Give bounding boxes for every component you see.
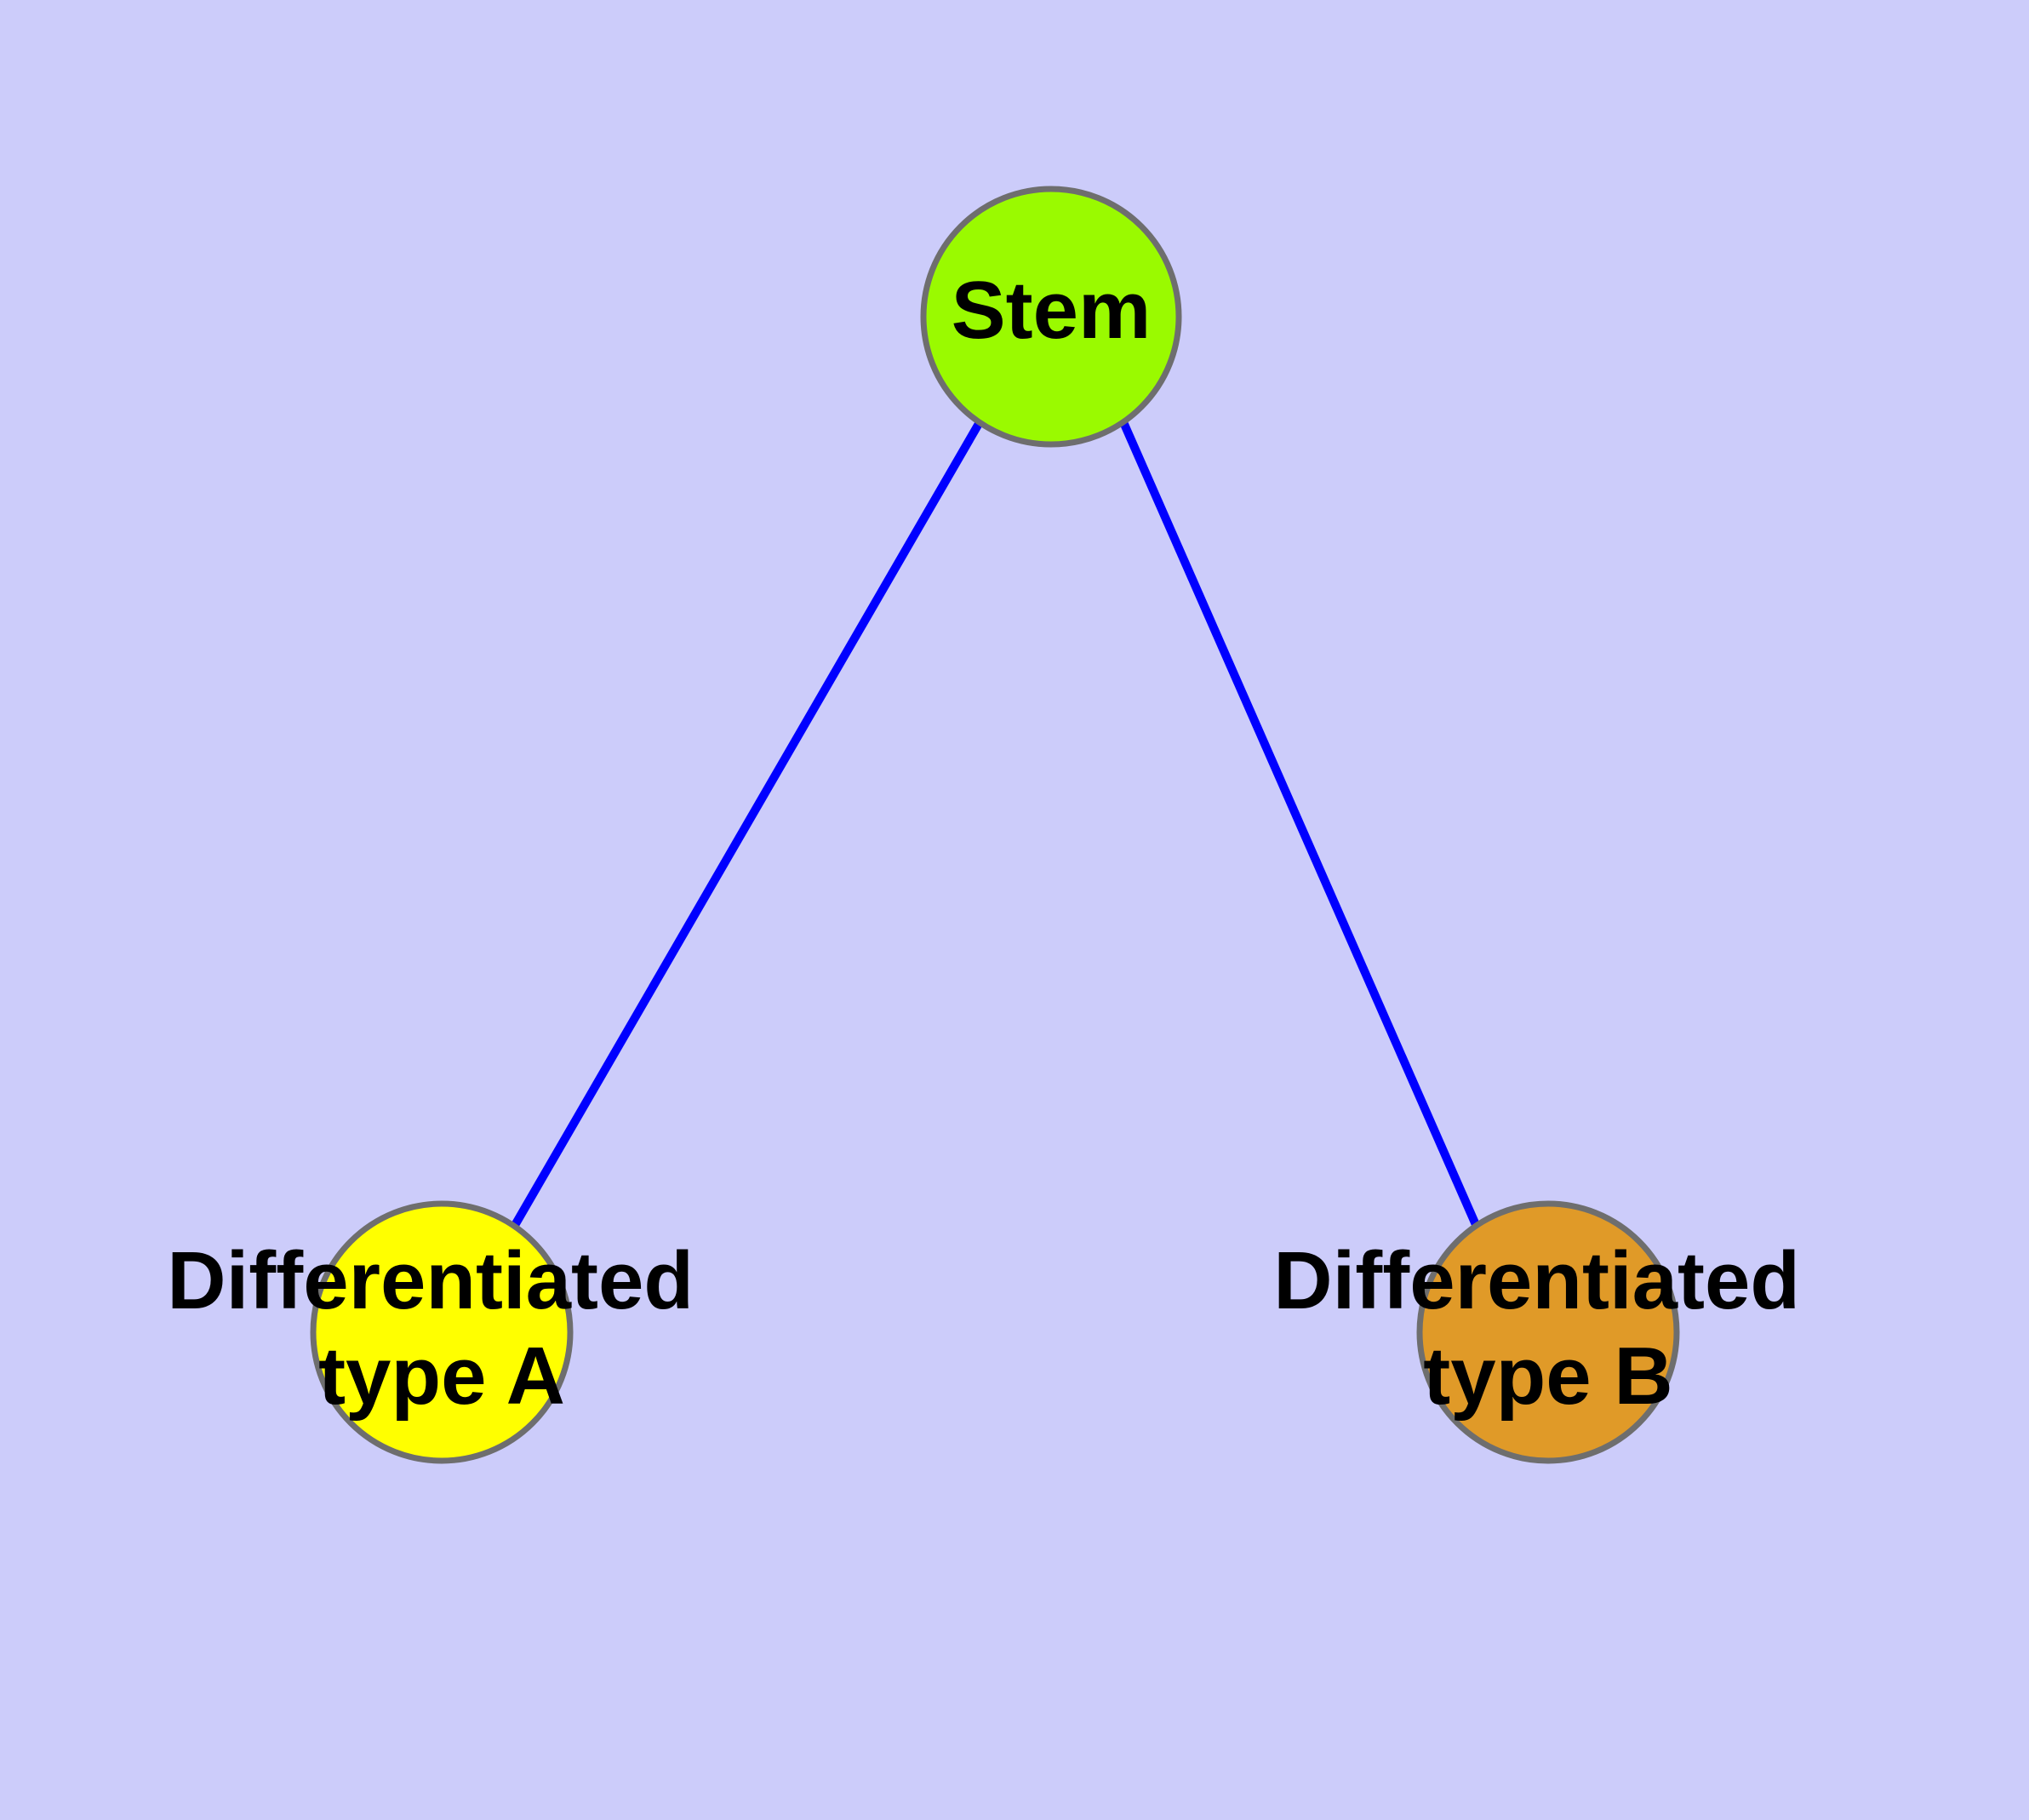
edge-stem-to-differentiated-type-a[interactable] bbox=[510, 420, 984, 1229]
node-differentiated-type-b-label-line-1: Differentiated bbox=[1273, 1235, 1800, 1326]
node-differentiated-type-b-circle[interactable] bbox=[1416, 1200, 1680, 1464]
node-differentiated-type-a-label-line-2: type A bbox=[318, 1331, 565, 1422]
node-differentiated-type-b-label-line-2: type B bbox=[1423, 1331, 1672, 1422]
edge-stem-to-differentiated-type-b[interactable] bbox=[1119, 420, 1481, 1229]
node-differentiated-type-b[interactable] bbox=[1416, 1200, 1680, 1464]
node-stem-label: Stem bbox=[952, 265, 1152, 356]
label-layer: Stem Differentiated type A Differentiate… bbox=[167, 265, 1822, 1422]
node-differentiated-type-a-label-line-1: Differentiated bbox=[167, 1235, 694, 1326]
node-layer bbox=[310, 186, 1680, 1464]
node-differentiated-type-b-label: Differentiated type B bbox=[1273, 1235, 1822, 1422]
node-stem[interactable] bbox=[920, 186, 1182, 448]
node-stem-circle[interactable] bbox=[920, 186, 1182, 448]
node-differentiated-type-a[interactable] bbox=[310, 1200, 574, 1464]
edge-layer bbox=[510, 420, 1481, 1229]
node-differentiated-type-a-label: Differentiated type A bbox=[167, 1235, 716, 1422]
node-differentiated-type-a-circle[interactable] bbox=[310, 1200, 574, 1464]
node-stem-label-line-1: Stem bbox=[952, 265, 1152, 356]
